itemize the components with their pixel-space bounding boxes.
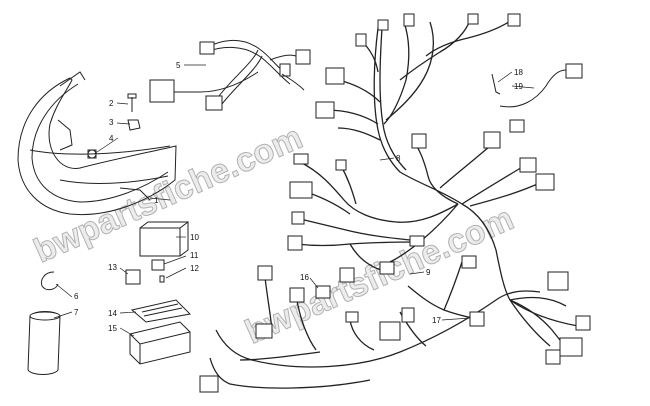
- callout-18: 18: [514, 68, 523, 77]
- fuse-block: [129, 321, 191, 365]
- protective-sleeve: [27, 311, 61, 375]
- callout-9: 9: [426, 268, 431, 277]
- headlight-housing: [17, 71, 177, 216]
- clip: [127, 119, 141, 131]
- callout-13: 13: [108, 263, 117, 272]
- callout-19: 19: [514, 82, 523, 91]
- callouts: [53, 64, 535, 337]
- relay: [315, 285, 331, 299]
- callout-12: 12: [190, 264, 199, 273]
- fuse-components: [125, 259, 165, 285]
- callout-2: 2: [109, 99, 114, 108]
- headlight-subharness: [149, 40, 311, 111]
- callout-17: 17: [432, 316, 441, 325]
- callout-5: 5: [176, 61, 181, 70]
- callout-7: 7: [74, 308, 79, 317]
- callout-6: 6: [74, 292, 79, 301]
- callout-15: 15: [108, 324, 117, 333]
- callout-11: 11: [190, 251, 199, 260]
- callout-8: 8: [396, 154, 401, 163]
- bulb-socket: [87, 149, 97, 159]
- ring-clamp: [41, 271, 59, 291]
- watermark-text-2: bwpartsfiche.com: [240, 199, 520, 351]
- callout-3: 3: [109, 118, 114, 127]
- fuse-box: [139, 221, 189, 257]
- callout-10: 10: [190, 233, 199, 242]
- bolt: [127, 93, 137, 112]
- fuse-grid-plate: [130, 299, 192, 323]
- callout-1: 1: [154, 196, 159, 205]
- harness-connectors: [199, 13, 591, 393]
- callout-4: 4: [109, 134, 114, 143]
- callout-labels: 1 2 3 4 5 6 7 8 9 10 11 12 13 14 15 16 1…: [74, 61, 523, 333]
- accessory-connector: [491, 63, 583, 108]
- callout-14: 14: [108, 309, 117, 318]
- callout-16: 16: [300, 273, 309, 282]
- watermark: bwpartsfiche.com bwpartsfiche.com: [28, 118, 520, 352]
